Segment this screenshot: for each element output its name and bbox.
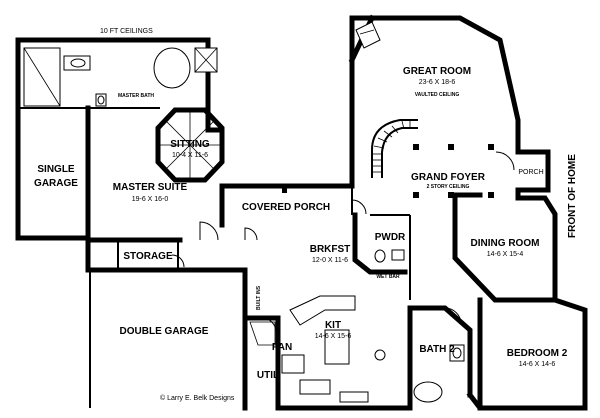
great-room-label: GREAT ROOM bbox=[403, 66, 471, 77]
kit-label: KIT bbox=[325, 320, 341, 331]
covered-porch-columns bbox=[282, 188, 287, 193]
master-suite-dims: 19-6 X 16-0 bbox=[132, 196, 169, 203]
pan-label: PAN bbox=[272, 342, 292, 353]
door-swings bbox=[171, 151, 515, 333]
single-garage-label-line1: SINGLE bbox=[37, 164, 75, 175]
pwdr-label: PWDR bbox=[375, 232, 406, 243]
bath2-fixtures bbox=[413, 344, 465, 403]
sitting-label: SITTING bbox=[170, 139, 210, 150]
sitting-dims: 10-4 X 11-6 bbox=[172, 152, 208, 159]
great-room-note: VAULTED CEILING bbox=[415, 92, 460, 98]
great-room-fireplace bbox=[355, 21, 381, 49]
copyright-label: © Larry E. Belk Designs bbox=[160, 394, 235, 402]
front-of-home-label: FRONT OF HOME bbox=[567, 154, 578, 238]
built-ins-label: BUILT INS bbox=[256, 285, 262, 310]
master-bath-fixtures bbox=[23, 47, 218, 107]
sitting-bay bbox=[155, 107, 225, 183]
bedroom2-dims: 14-6 X 14-6 bbox=[519, 361, 556, 368]
wet-bar-label: WET BAR bbox=[376, 274, 400, 280]
brkfst-dims: 12-0 X 11-6 bbox=[312, 257, 348, 264]
great-room-dims: 23-6 X 18-6 bbox=[419, 79, 456, 86]
single-garage-label-line2: GARAGE bbox=[34, 178, 78, 189]
grand-foyer-columns bbox=[413, 144, 494, 198]
master-bath-label: MASTER BATH bbox=[118, 93, 154, 99]
powder-room-fixtures bbox=[374, 249, 405, 263]
grand-foyer-note: 2 STORY CEILING bbox=[427, 184, 470, 190]
kit-dims: 14-6 X 15-6 bbox=[315, 333, 352, 340]
staircase bbox=[371, 119, 418, 178]
master-suite-label: MASTER SUITE bbox=[113, 182, 188, 193]
brkfst-label: BRKFST bbox=[310, 244, 351, 255]
porch-label: PORCH bbox=[518, 169, 543, 176]
grand-foyer-label: GRAND FOYER bbox=[411, 172, 486, 183]
covered-porch-label: COVERED PORCH bbox=[242, 202, 330, 213]
ceiling-note: 10 FT CEILINGS bbox=[100, 28, 153, 35]
bath2-label: BATH 2 bbox=[419, 344, 455, 355]
dining-room-label: DINING ROOM bbox=[471, 238, 540, 249]
sitting-ceiling-pattern bbox=[158, 110, 222, 180]
util-label: UTIL bbox=[257, 370, 279, 381]
room-labels: 10 FT CEILINGS MASTER BATH SITTING 10-4 … bbox=[34, 28, 578, 402]
kitchen-fixtures bbox=[249, 295, 386, 403]
bedroom2-label: BEDROOM 2 bbox=[507, 348, 568, 359]
exterior-walls bbox=[15, 14, 588, 411]
dining-room-dims: 14-6 X 15-4 bbox=[487, 251, 524, 258]
storage-label: STORAGE bbox=[123, 251, 173, 262]
double-garage-label: DOUBLE GARAGE bbox=[120, 326, 209, 337]
